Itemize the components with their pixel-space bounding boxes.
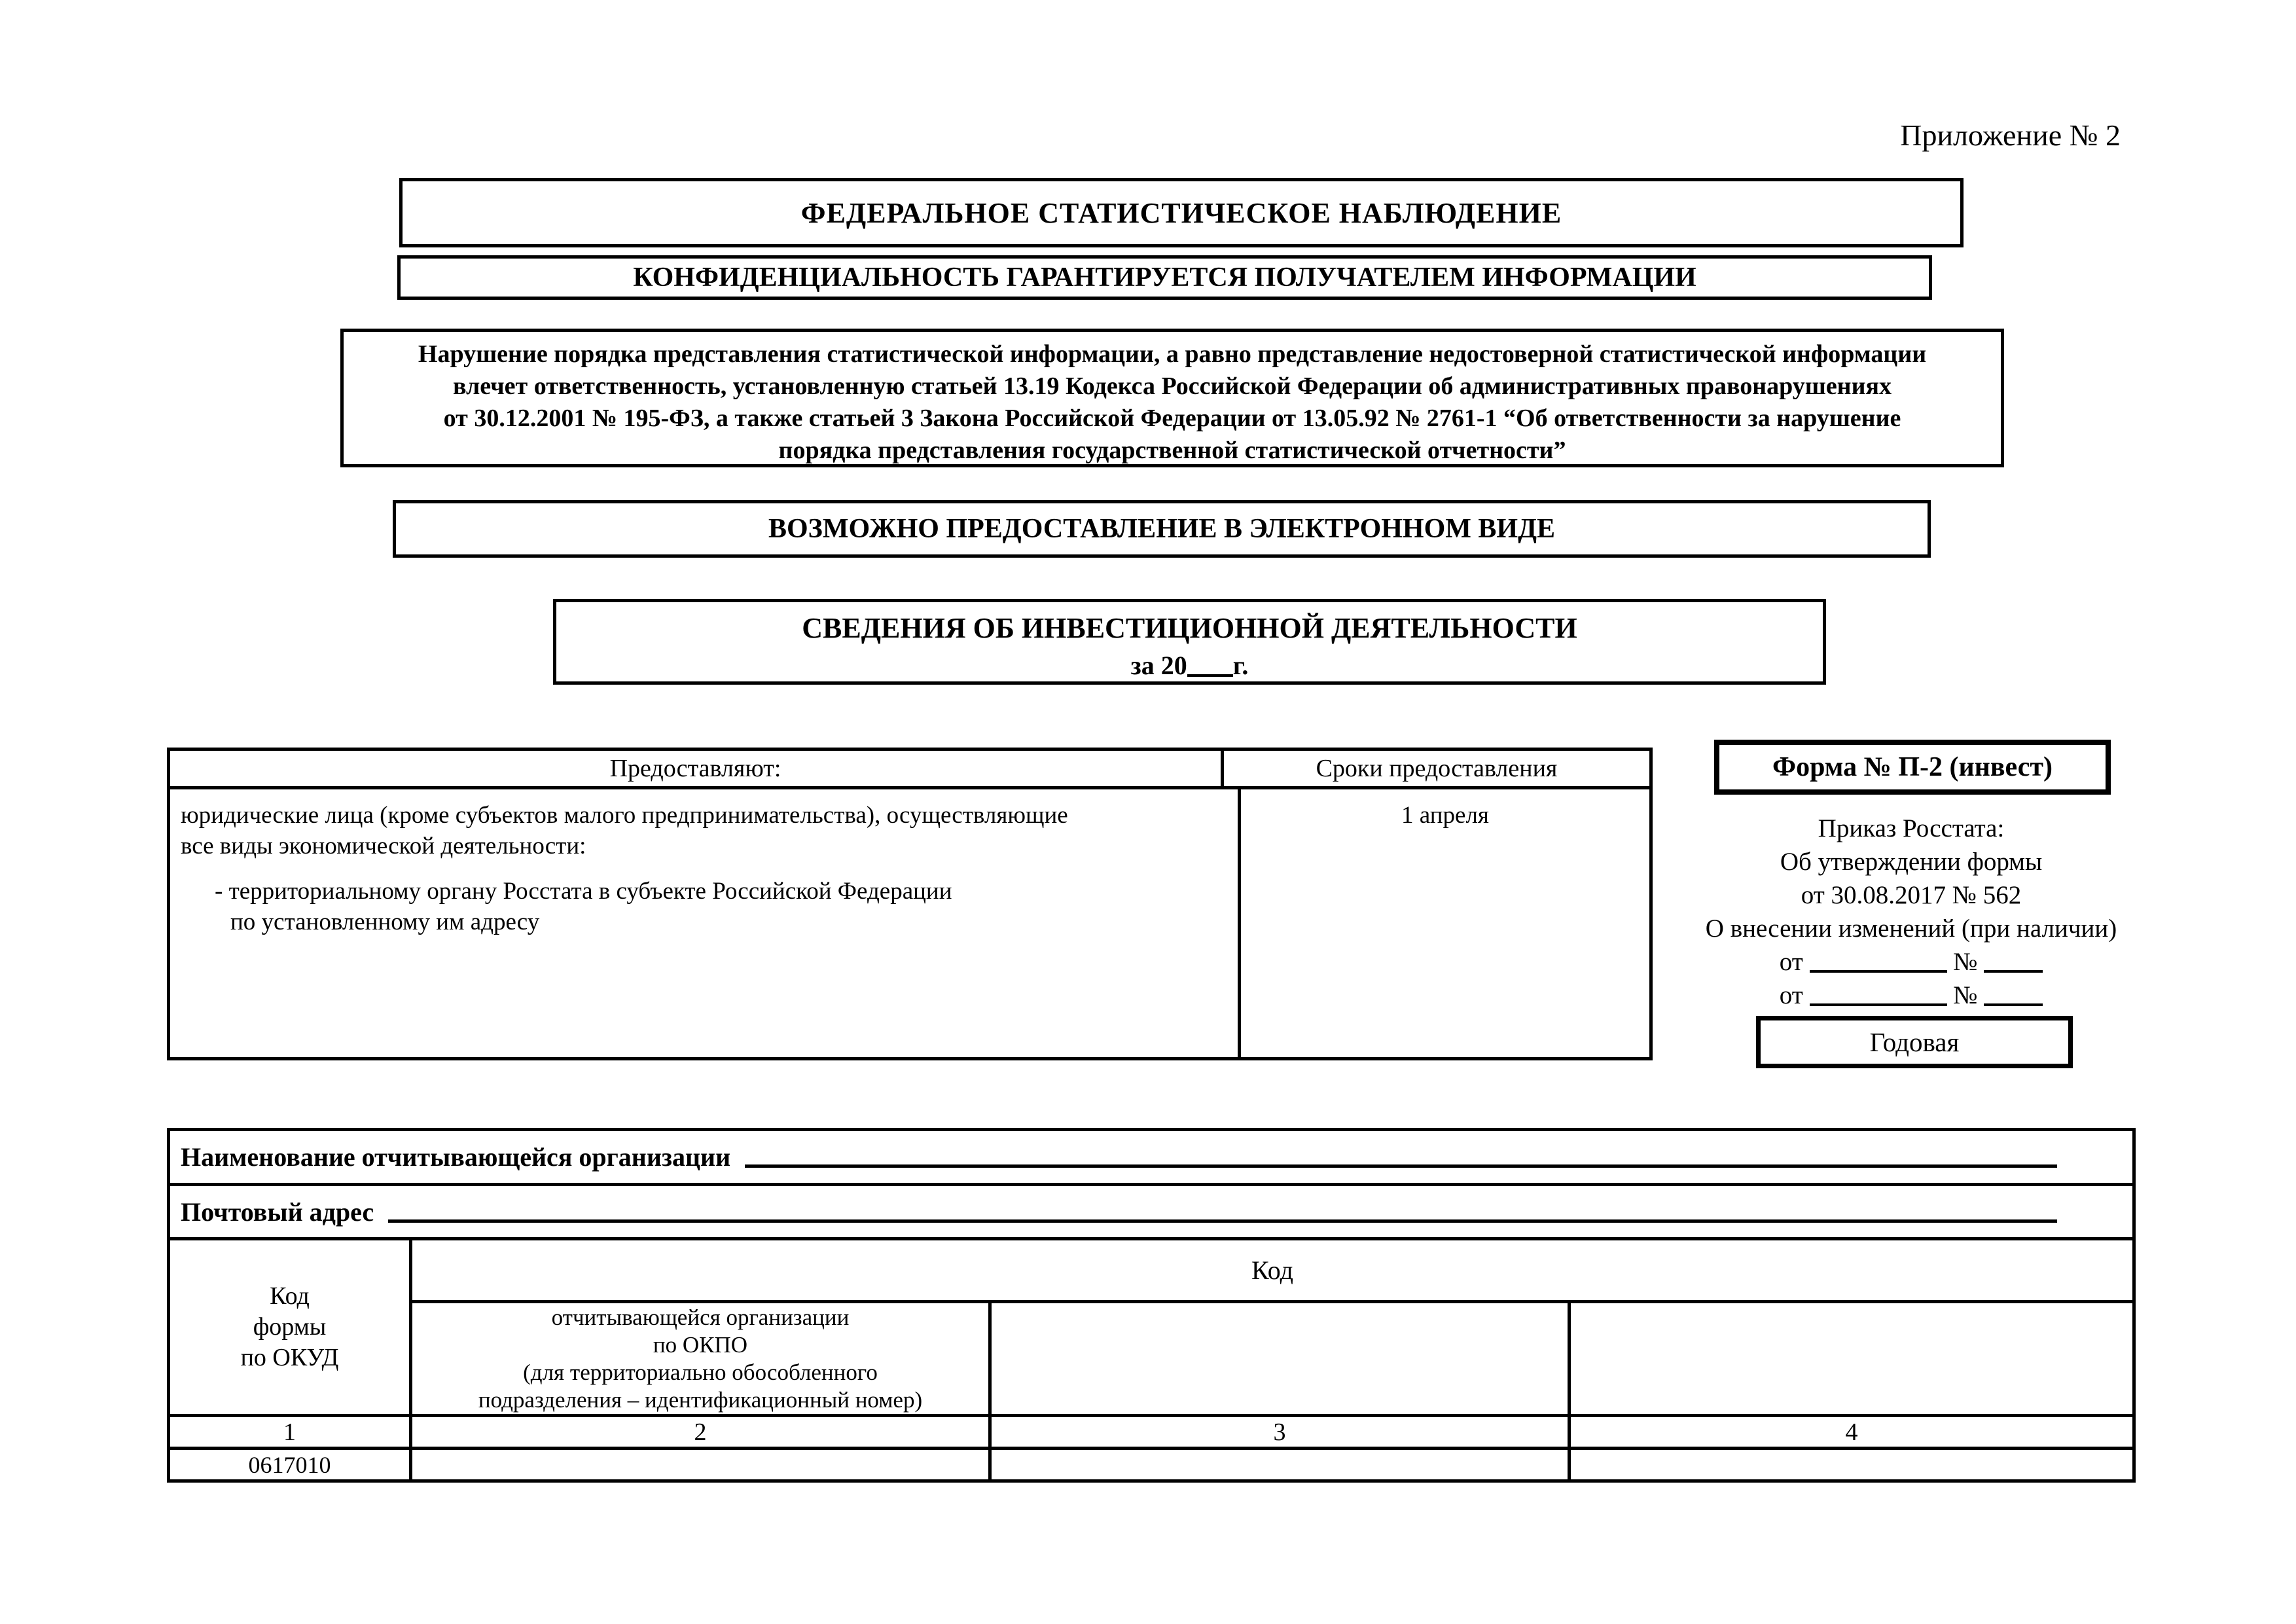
okud-header-line: формы (253, 1313, 327, 1341)
code-column4-header-cell (1571, 1303, 2132, 1414)
warning-line: Нарушение порядка представления статисти… (418, 340, 1927, 368)
amendment-line: от № (1676, 945, 2147, 979)
order-line: Приказ Росстата: (1818, 814, 2005, 842)
providers-body-line: - территориальному органу Росстата в суб… (215, 878, 952, 905)
column-number: 2 (694, 1418, 707, 1446)
federal-observation-banner: ФЕДЕРАЛЬНОЕ СТАТИСТИЧЕСКОЕ НАБЛЮДЕНИЕ (399, 178, 1964, 247)
order-line: О внесении изменений (при наличии) (1705, 914, 2117, 943)
form-title-year-line: за 20 г. (556, 650, 1823, 681)
code-column3-header-cell (992, 1303, 1571, 1414)
code-column4-value-cell (1571, 1450, 2132, 1479)
code-span-header-label: Код (1251, 1255, 1293, 1285)
organization-block: Наименование отчитывающейся организации … (167, 1128, 2136, 1483)
okpo-header-cell: отчитывающейся организации по ОКПО (для … (412, 1303, 992, 1414)
electronic-submission-banner: ВОЗМОЖНО ПРЕДОСТАВЛЕНИЕ В ЭЛЕКТРОННОМ ВИ… (393, 500, 1931, 558)
confidentiality-banner: КОНФИДЕНЦИАЛЬНОСТЬ ГАРАНТИРУЕТСЯ ПОЛУЧАТ… (397, 255, 1932, 300)
year-prefix: за 20 (1130, 651, 1187, 680)
appendix-label: Приложение № 2 (1900, 118, 2121, 152)
providers-body-line: все виды экономической деятельности: (181, 833, 586, 859)
organization-name-blank-line (745, 1164, 2057, 1168)
electronic-submission-text: ВОЗМОЖНО ПРЕДОСТАВЛЕНИЕ В ЭЛЕКТРОННОМ ВИ… (768, 514, 1555, 544)
postal-address-label: Почтовый адрес (181, 1197, 374, 1227)
deadline-header-cell: Сроки предоставления (1224, 751, 1649, 786)
warning-line: от 30.12.2001 № 195-ФЗ, а также статьей … (443, 405, 1901, 432)
providers-table-header-row: Предоставляют: Сроки предоставления (170, 751, 1649, 789)
column-number-cell: 4 (1571, 1414, 2132, 1450)
deadline-value: 1 апреля (1401, 802, 1489, 829)
providers-table-body-row: юридические лица (кроме субъектов малого… (170, 789, 1649, 1057)
warning-line: влечет ответственность, установленную ст… (452, 372, 1892, 400)
ot-label: от (1779, 948, 1803, 976)
deadline-body-cell: 1 апреля (1241, 789, 1649, 1057)
year-blank-line (1187, 672, 1233, 677)
liability-warning-box: Нарушение порядка представления статисти… (340, 329, 2004, 467)
periodicity-box: Годовая (1756, 1016, 2073, 1068)
ot-label: от (1779, 981, 1803, 1009)
order-line: от 30.08.2017 № 562 (1801, 881, 2022, 909)
amendment-line: от № (1676, 979, 2147, 1012)
num-label: № (1953, 948, 1978, 976)
form-title-box: СВЕДЕНИЯ ОБ ИНВЕСТИЦИОННОЙ ДЕЯТЕЛЬНОСТИ … (553, 599, 1826, 685)
okpo-header-line: отчитывающейся организации (551, 1304, 850, 1330)
amendment-date-blank (1809, 967, 1947, 973)
column-number: 1 (283, 1418, 296, 1446)
year-suffix: г. (1232, 651, 1249, 680)
okud-code-cell: 0617010 (170, 1450, 412, 1479)
providers-body-line: по установленному им адресу (230, 909, 540, 935)
order-line: Об утверждении формы (1780, 848, 2043, 876)
form-number-box: Форма № П-2 (инвест) (1714, 740, 2111, 795)
organization-name-row: Наименование отчитывающейся организации (170, 1131, 2132, 1186)
providers-table: Предоставляют: Сроки предоставления юрид… (167, 748, 1653, 1060)
okud-code-value: 0617010 (248, 1451, 331, 1478)
federal-observation-text: ФЕДЕРАЛЬНОЕ СТАТИСТИЧЕСКОЕ НАБЛЮДЕНИЕ (800, 196, 1562, 229)
providers-header-cell: Предоставляют: (170, 751, 1224, 786)
code-column3-value-cell (992, 1450, 1571, 1479)
form-number-text: Форма № П-2 (инвест) (1772, 752, 2053, 782)
column-number: 4 (1845, 1418, 1858, 1446)
column-number-cell: 3 (992, 1414, 1571, 1450)
confidentiality-text: КОНФИДЕНЦИАЛЬНОСТЬ ГАРАНТИРУЕТСЯ ПОЛУЧАТ… (633, 262, 1696, 293)
providers-body-line: юридические лица (кроме субъектов малого… (181, 802, 1068, 829)
codes-table: Код формы по ОКУД Код отчитывающейся орг… (170, 1240, 2132, 1479)
column-number-cell: 1 (170, 1414, 412, 1450)
okpo-header-line: по ОКПО (653, 1331, 748, 1358)
amendment-number-blank (1984, 967, 2043, 973)
deadline-header-label: Сроки предоставления (1316, 755, 1558, 782)
organization-name-label: Наименование отчитывающейся организации (181, 1142, 731, 1172)
amendment-number-blank (1984, 1001, 2043, 1006)
rosstat-order-block: Приказ Росстата: Об утверждении формы от… (1676, 812, 2147, 1012)
warning-line: порядка представления государственной ст… (778, 437, 1566, 464)
column-number-cell: 2 (412, 1414, 992, 1450)
okud-header-cell: Код формы по ОКУД (170, 1240, 412, 1414)
okpo-header-line: (для территориально обособленного (523, 1359, 878, 1385)
okpo-code-cell (412, 1450, 992, 1479)
amendment-date-blank (1809, 1001, 1947, 1006)
num-label: № (1953, 981, 1978, 1009)
postal-address-row: Почтовый адрес (170, 1186, 2132, 1240)
okpo-header-line: подразделения – идентификационный номер) (478, 1386, 923, 1413)
postal-address-blank-line (388, 1219, 2057, 1223)
periodicity-text: Годовая (1869, 1027, 1960, 1057)
okud-header-line: Код (270, 1282, 310, 1310)
form-title: СВЕДЕНИЯ ОБ ИНВЕСТИЦИОННОЙ ДЕЯТЕЛЬНОСТИ (802, 612, 1577, 644)
providers-body-cell: юридические лица (кроме субъектов малого… (170, 789, 1241, 1057)
code-span-header-cell: Код (412, 1240, 2132, 1303)
providers-header-label: Предоставляют: (609, 755, 781, 782)
column-number: 3 (1273, 1418, 1286, 1446)
okud-header-line: по ОКУД (240, 1344, 339, 1371)
